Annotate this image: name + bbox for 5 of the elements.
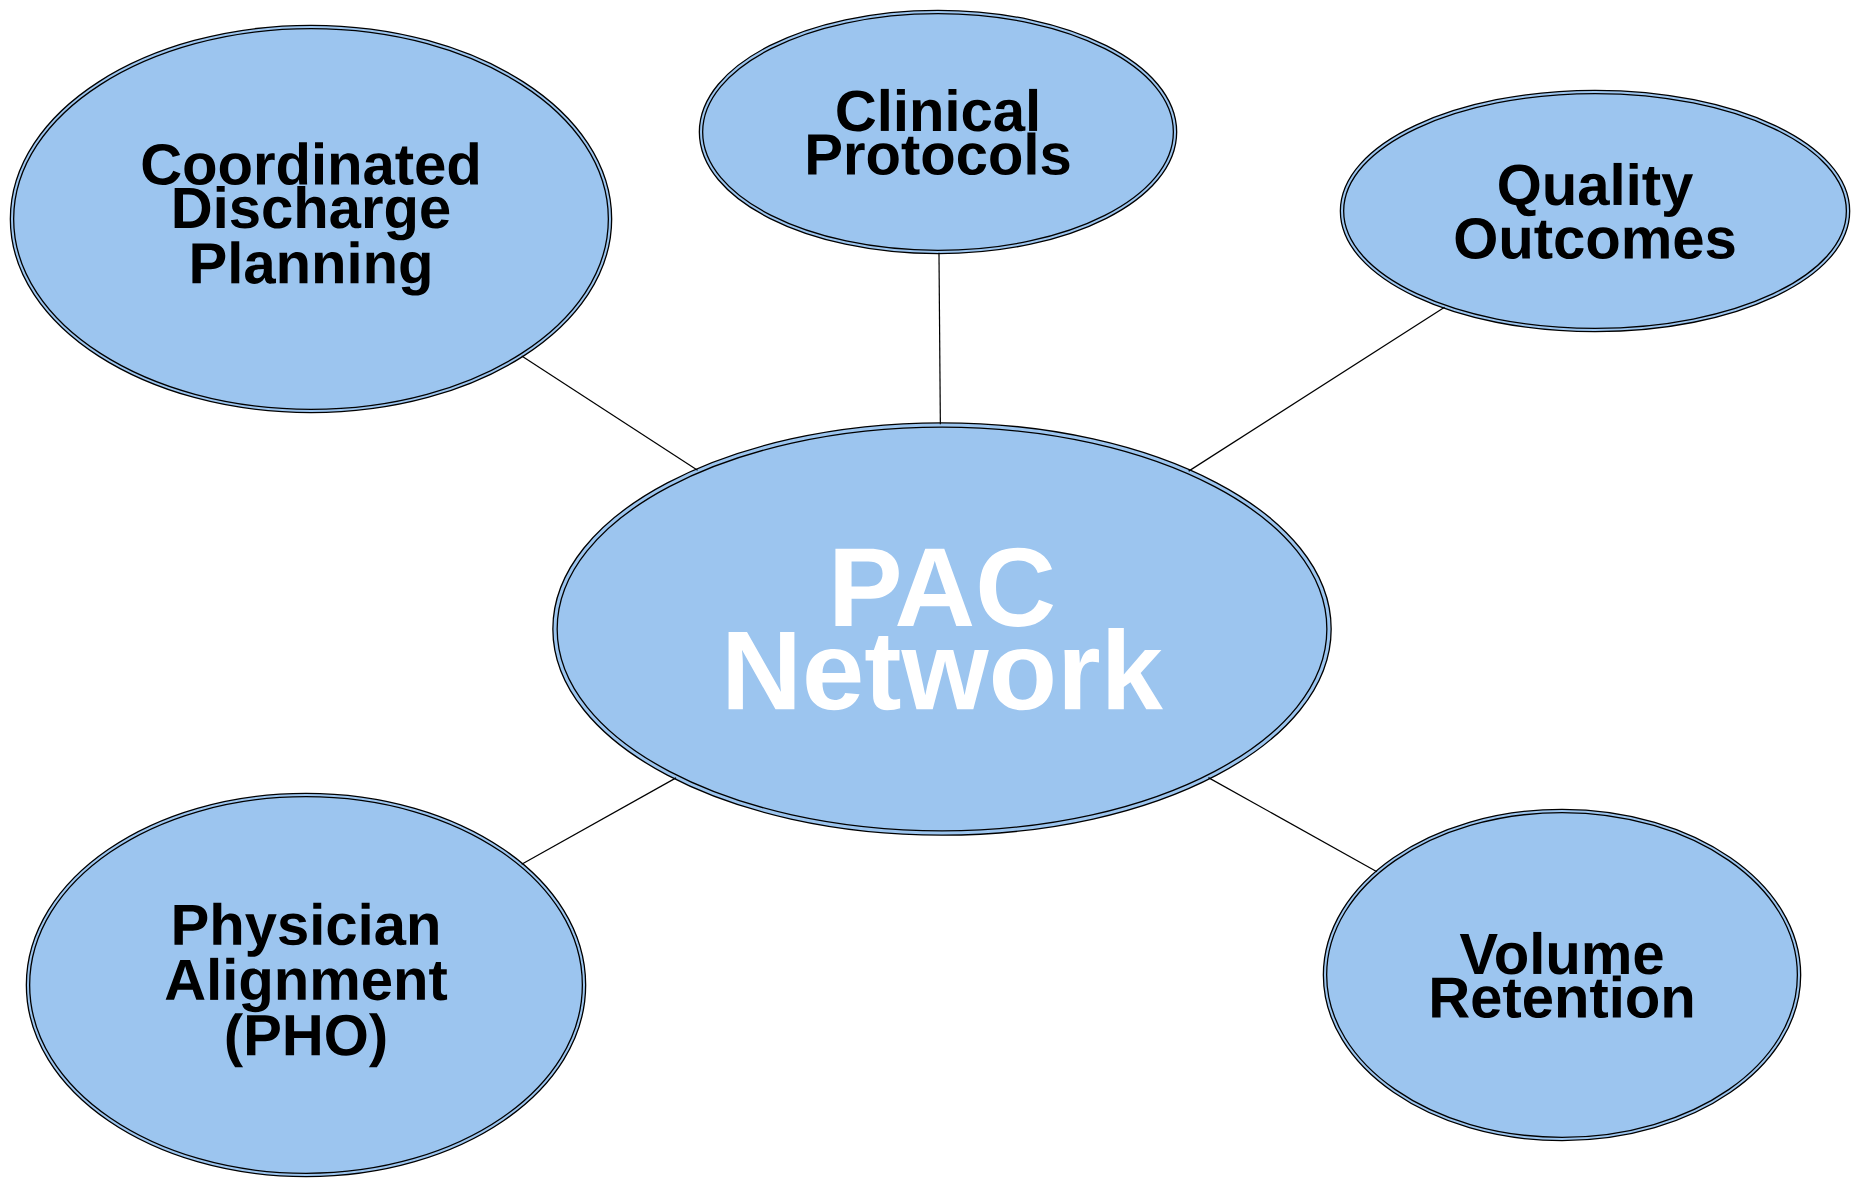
connector-line bbox=[938, 252, 941, 425]
connector-line bbox=[1207, 777, 1378, 873]
connector-line bbox=[521, 777, 677, 865]
connector-line bbox=[521, 355, 699, 471]
connector-line bbox=[1188, 306, 1446, 472]
